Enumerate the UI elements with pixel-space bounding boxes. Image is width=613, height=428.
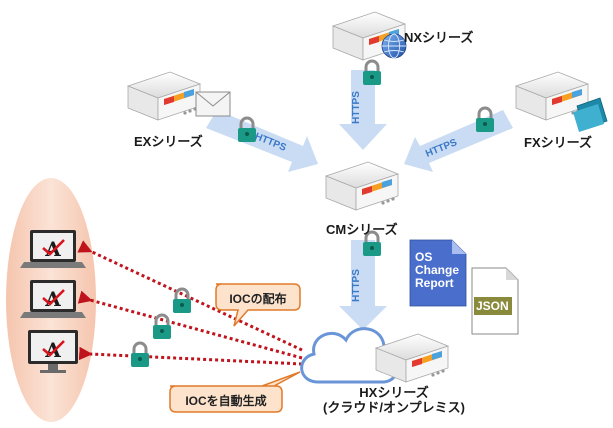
callout-ioc-generation-text: IOCを自動生成 [185,394,267,408]
lock-icon-endpoint-1 [173,287,191,313]
endpoint-laptop-2: A [20,280,86,318]
ex-series-label: EXシリーズ [134,134,203,149]
fx-appliance-icon [514,71,590,121]
ioc-arrow-endpoint-1 [77,240,303,352]
callout-ioc-distribution-text: IOCの配布 [229,292,287,306]
envelope-icon [195,91,231,117]
lock-icon-endpoint-2 [153,313,171,339]
https-arrow-nx-to-cm [339,70,387,150]
lock-icon-endpoint-3 [131,341,149,367]
https-label-nx: HTTPS [350,91,362,124]
lock-icon-nx [363,59,381,85]
https-arrow-ex-to-cm [206,110,318,172]
globe-icon [381,33,407,59]
ioc-arrow-endpoint-2 [77,290,303,360]
endpoint-laptop-1: A [20,230,86,268]
lock-icon-fx [476,106,494,132]
lock-icon-ex [238,116,256,142]
svg-text:A: A [44,338,61,362]
cm-appliance-icon [324,161,400,211]
os-change-report-document-icon [409,239,467,307]
report-text-line-1: OS [415,250,433,264]
svg-text:A: A [44,237,61,261]
hx-series-label-line2: (クラウド/オンプレミス) [323,400,465,415]
report-text-line-3: Report [415,276,454,290]
folder-icon [573,97,608,132]
report-text-line-2: Change [415,263,460,277]
hx-series-label: HXシリーズ (クラウド/オンプレミス) [323,385,465,415]
nx-series-label: NXシリーズ [404,30,474,45]
https-arrow-cm-to-hx [339,240,387,330]
json-document-icon [471,267,519,335]
lock-icon-cm-hx [363,230,381,256]
hx-appliance-icon [374,333,450,383]
https-label-cm-hx: HTTPS [350,269,362,302]
callout-ioc-generation-bubble [169,371,301,413]
svg-text:A: A [44,287,61,311]
hx-series-label-line1: HXシリーズ [359,385,429,400]
https-arrow-fx-to-cm [404,110,513,172]
ex-appliance-icon [126,71,202,121]
os-change-report-text: OS Change Report [415,251,459,290]
cm-series-label: CMシリーズ [326,222,398,237]
json-label: JSON [476,299,509,313]
fx-series-label: FXシリーズ [524,135,592,150]
endpoint-monitor-3: A [28,330,78,373]
ioc-arrow-endpoint-3 [78,346,303,366]
callout-ioc-distribution-bubble [215,283,301,327]
